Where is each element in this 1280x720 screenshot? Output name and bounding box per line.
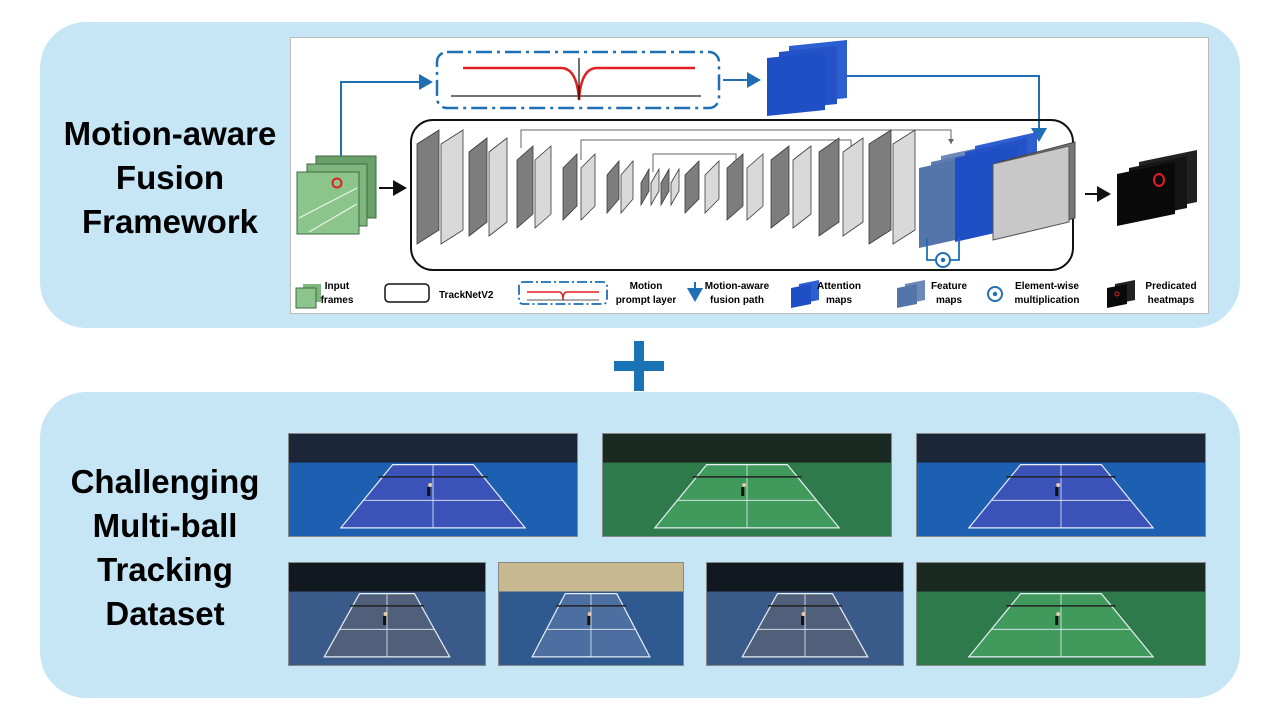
input-frames-icon <box>296 155 377 235</box>
tennis-court-photo <box>916 433 1206 537</box>
network-layer <box>606 159 620 215</box>
network-layer <box>670 167 680 207</box>
legend-attention-label: maps <box>826 295 853 306</box>
framework-title-line: Motion-aware <box>63 115 277 152</box>
framework-title-line: Fusion <box>115 159 225 196</box>
attention-maps-icon <box>767 40 847 116</box>
motion-prompt-layer <box>435 50 721 110</box>
dataset-title-line: Multi-ball <box>92 507 238 544</box>
dataset-title: Challenging Multi-ball Tracking Dataset <box>45 460 285 636</box>
legend-motion-prompt-label: Motion <box>630 281 663 292</box>
tennis-court-photo <box>916 562 1206 666</box>
network-layer <box>516 145 534 229</box>
dataset-title-line: Tracking <box>97 551 233 588</box>
network-layer <box>868 129 892 245</box>
network-layer <box>684 160 700 214</box>
network-layer <box>660 167 670 207</box>
network-layer <box>746 153 764 221</box>
network-layer <box>440 129 464 245</box>
predicted-heatmaps-icon <box>1117 150 1197 226</box>
legend-fusion-path-label: fusion path <box>710 295 764 306</box>
network-layer <box>416 129 440 245</box>
network-layer <box>534 145 552 229</box>
legend-heatmaps-label: heatmaps <box>1148 295 1195 306</box>
legend-heatmaps-label: Predicated <box>1145 281 1196 292</box>
network-layer <box>792 145 812 229</box>
legend: Input frames TrackNetV2 Motion prompt la… <box>295 280 1197 309</box>
plus-icon <box>614 341 664 391</box>
network-layer <box>704 160 720 214</box>
legend-tracknet-label: TrackNetV2 <box>439 290 494 301</box>
network-layer <box>562 153 578 221</box>
dataset-title-line: Dataset <box>105 595 225 632</box>
network-layer <box>770 145 790 229</box>
tennis-court-photo <box>498 562 684 666</box>
legend-input-frames-label: frames <box>321 295 354 306</box>
framework-title: Motion-aware Fusion Framework <box>45 112 295 244</box>
network-layer <box>640 167 650 207</box>
network-layer <box>726 153 744 221</box>
legend-input-frames-label: Input <box>325 281 350 292</box>
tennis-court-photo <box>288 433 578 537</box>
network-layer <box>468 137 488 237</box>
tennis-court-photo <box>288 562 486 666</box>
network-layer <box>488 137 508 237</box>
tennis-court-photo <box>602 433 892 537</box>
legend-attention-label: Attention <box>817 281 861 292</box>
network-layer <box>580 153 596 221</box>
architecture-diagram: Input frames TrackNetV2 Motion prompt la… <box>290 37 1209 314</box>
legend-feature-label: Feature <box>931 281 968 292</box>
legend-fusion-path-label: Motion-aware <box>705 281 770 292</box>
network-layer <box>818 137 840 237</box>
network-layer <box>892 129 916 245</box>
tennis-court-photo <box>706 562 904 666</box>
legend-elementwise-label: multiplication <box>1015 295 1080 306</box>
legend-feature-label: maps <box>936 295 963 306</box>
network-layers <box>416 129 916 245</box>
network-layer <box>620 159 634 215</box>
framework-title-line: Framework <box>81 203 259 240</box>
legend-elementwise-label: Element-wise <box>1015 281 1079 292</box>
dataset-title-line: Challenging <box>70 463 260 500</box>
network-layer <box>842 137 864 237</box>
legend-motion-prompt-label: prompt layer <box>616 295 677 306</box>
network-layer <box>650 167 660 207</box>
